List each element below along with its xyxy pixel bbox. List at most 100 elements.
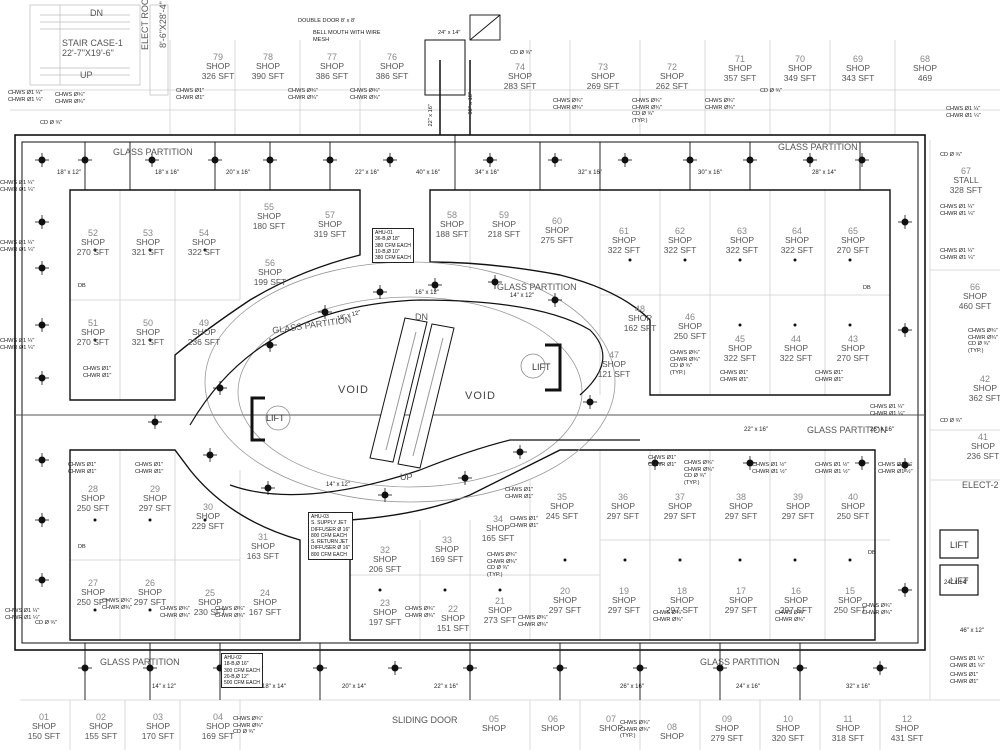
pipe-note: CHWS Ø¾"CHWR Ø¾"(TYP.) [620, 720, 650, 740]
pipe-note: CHWS Ø1"CHWR Ø1" [68, 462, 97, 475]
interior-dots [93, 248, 852, 612]
db-note: DB [78, 283, 86, 289]
duct-size-label: 32" x 16" [846, 684, 870, 690]
elect-room-dims: 8'-6"X28'-4" [158, 1, 168, 48]
pipe-note: CHWS Ø1"CHWR Ø1" [510, 516, 539, 529]
glass-partition-label: GLASS PARTITION [497, 282, 577, 292]
pipe-note: CHWS Ø¾"CHWR Ø¾" [288, 88, 318, 101]
duct-size-label: 20" x 14" [342, 684, 366, 690]
pipe-note: CHWS Ø¾"CHWR Ø¾" [215, 606, 245, 619]
escalator-dn-label: DN [415, 312, 428, 322]
double-door-note: DOUBLE DOOR 8' x 8' [298, 18, 356, 24]
pipe-note: CHWS Ø1 ¼"CHWR Ø1 ¼" [950, 656, 985, 669]
duct-size-label: 18" x 16" [155, 170, 179, 176]
elect-room-label: ELECT ROOM-1 [140, 0, 150, 50]
sliding-door-label: SLIDING DOOR [392, 715, 458, 725]
pipe-note: CHWS Ø1 ¼"CHWR Ø1 ¼" [870, 404, 905, 417]
duct-size-label: 16" x 12" [415, 290, 439, 296]
pipe-note: CD Ø ¾" [510, 50, 533, 56]
duct-size-label: 22" x 16" [434, 684, 458, 690]
pipe-note: CHWS Ø1 ¼"CHWR Ø1 ¼" [940, 204, 975, 217]
pipe-note: CHWS Ø1 ¼"CHWR Ø1 ¼" [946, 106, 981, 119]
lift-label: LIFT [266, 413, 285, 423]
pipe-note: CHWS Ø1 ¼"CHWR Ø1 ¼" [940, 248, 975, 261]
pipe-note: CHWS Ø¾"CHWR Ø¾"CD Ø ¾" [233, 716, 263, 736]
lift-cores [250, 343, 979, 596]
pipe-note: CHWS Ø¾"CHWR Ø¾"CD Ø ¾"(TYP.) [670, 350, 700, 377]
duct-size-label: 34" x 16" [475, 170, 499, 176]
pipe-note: CHWS Ø1 ¼"CHWR Ø1 ¼" [0, 338, 35, 351]
pipe-note: CHWS Ø1"CHWR Ø1" [815, 370, 844, 383]
stair-case [29, 4, 169, 96]
duct-size-label: 28" x 14" [812, 170, 836, 176]
pipe-note: CHWS Ø¾"CHWR Ø¾" [160, 606, 190, 619]
duct-size-label: 22" x 16" [355, 170, 379, 176]
stair-case-label: STAIR CASE-1 [62, 38, 123, 48]
elect-2-label: ELECT-2 [962, 480, 999, 490]
pipe-note: CD Ø ¾" [40, 120, 63, 126]
glass-partition-label: GLASS PARTITION [778, 142, 858, 152]
void-label: VOID [465, 390, 496, 402]
pipe-note: CD Ø ¾" [940, 152, 963, 158]
duct-size-label: 26" x 16" [620, 684, 644, 690]
duct-size-label: 32" x 16" [578, 170, 602, 176]
pipe-note: CHWS Ø1"CHWR Ø1" [505, 487, 534, 500]
escalator-up-label: UP [400, 472, 413, 482]
pipe-note: CD Ø ¾" [760, 88, 783, 94]
pipe-note: CHWS Ø¾"CHWR Ø¾" [775, 610, 805, 623]
duct-size-label: 46" x 12" [960, 628, 984, 634]
duct-size-label: 30" x 18" [467, 92, 474, 115]
duct-size-label: 24" x 14" [438, 30, 461, 36]
shop-partitions [10, 40, 1000, 750]
duct-size-label: 20" x 16" [226, 170, 250, 176]
glass-partition-label: GLASS PARTITION [807, 425, 887, 435]
pipe-note: CHWS Ø1 ¼"CHWR Ø1 ¼" [5, 608, 40, 621]
pipe-note: CHWS Ø1 ¼"CHWR Ø1 ¼" [8, 90, 43, 103]
pipe-note: CHWS Ø1"CHWR Ø1" [176, 88, 205, 101]
bell-mouth-note: BELL MOUTH WITH WIRE MESH [313, 30, 381, 43]
pipe-note: CHWS Ø¾"CHWR Ø¾" [350, 88, 380, 101]
